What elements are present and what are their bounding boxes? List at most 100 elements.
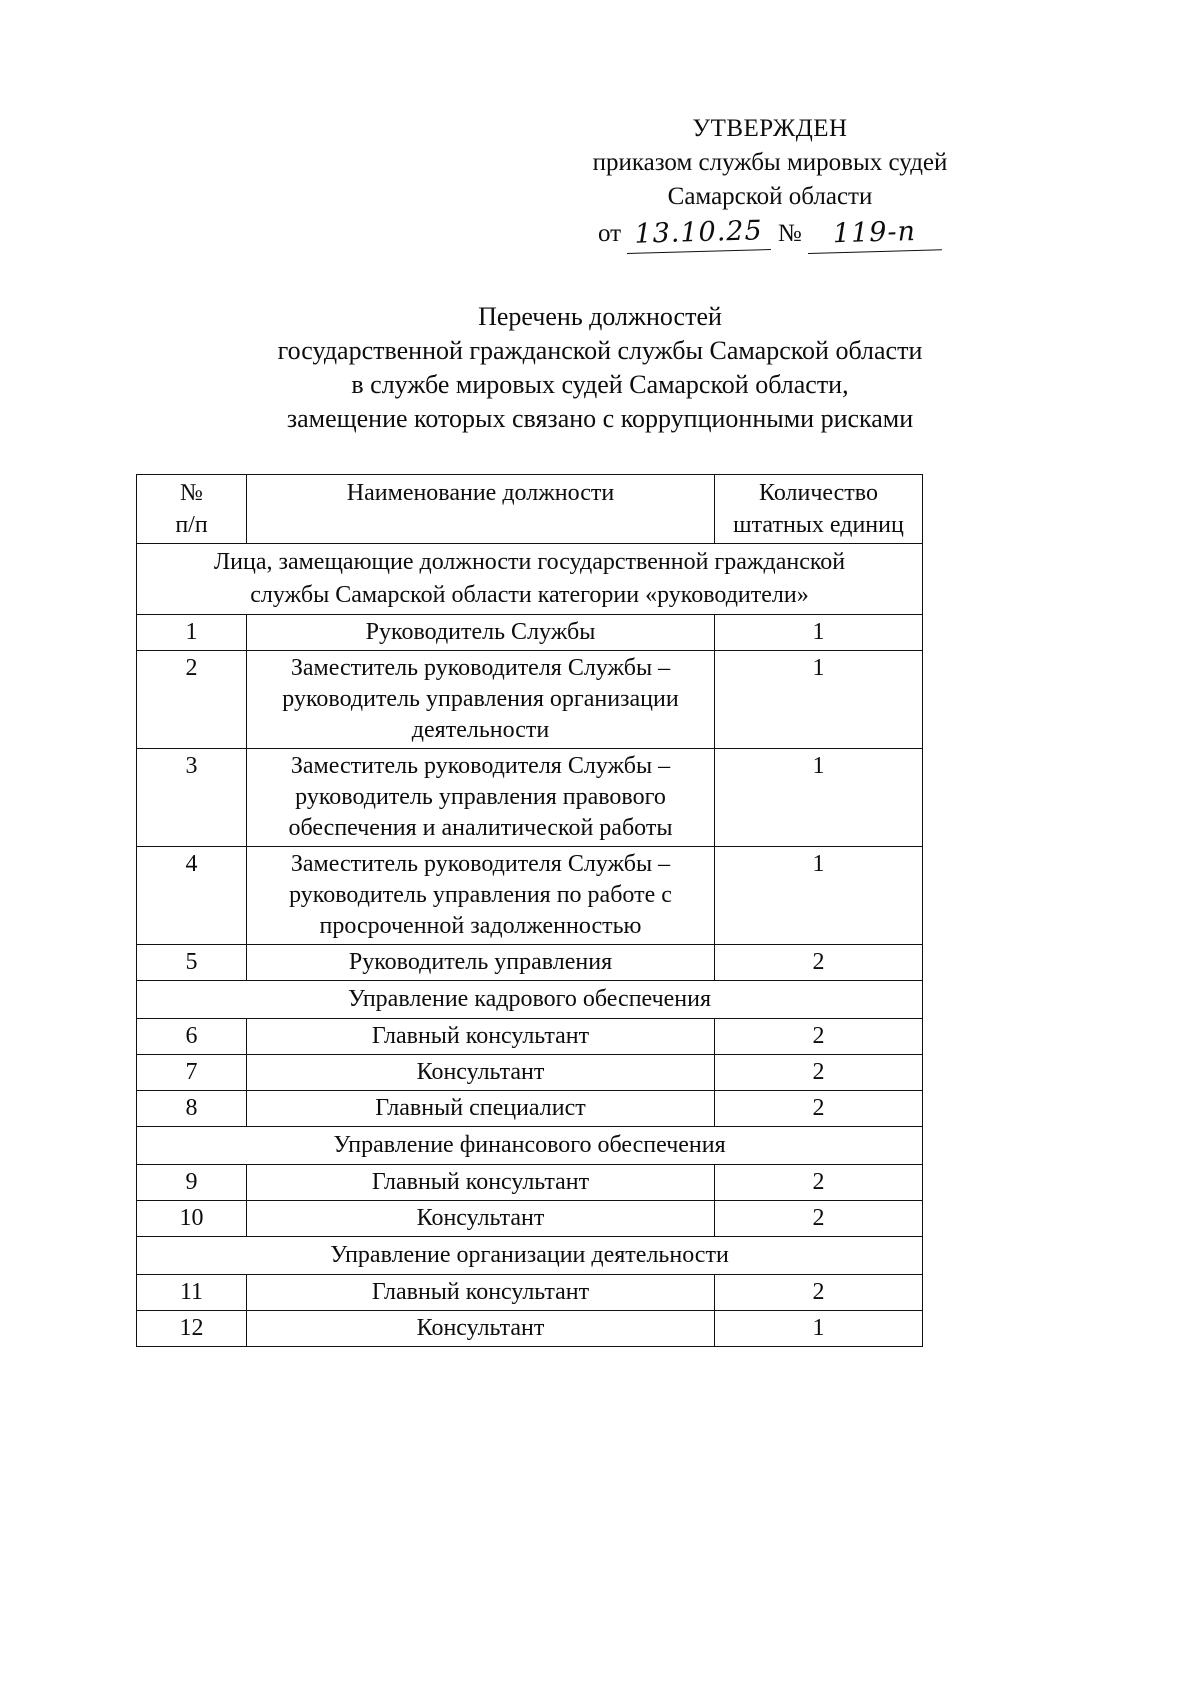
table-body: Лица, замещающие должности государственн…: [136, 543, 923, 1347]
column-header-position-name: Наименование должности: [246, 474, 715, 544]
table-header-row: № п/п Наименование должности Количество …: [136, 474, 923, 544]
page-title: Перечень должностей государственной граж…: [130, 300, 1070, 436]
position-name-cell: Заместитель руководителя Службы – руковод…: [246, 748, 715, 847]
quantity-cell: 1: [714, 748, 923, 847]
row-index-cell: 11: [136, 1274, 247, 1311]
position-name-line: Заместитель руководителя Службы –: [290, 655, 671, 681]
approval-region-line: Самарской области: [667, 183, 873, 210]
approval-date-number-line: от 13.10.25 № 119-п: [560, 213, 980, 254]
approval-block: УТВЕРЖДЕН приказом службы мировых судей …: [560, 112, 980, 254]
table-row: 5 Руководитель управления 2: [136, 944, 923, 981]
position-name-cell: Главный консультант: [246, 1018, 715, 1055]
row-index-cell: 7: [136, 1054, 247, 1091]
position-name-line: руководитель управления организации: [282, 686, 679, 712]
table-section-title-line: службы Самарской области категории «руко…: [250, 582, 809, 608]
positions-table: № п/п Наименование должности Количество …: [136, 474, 923, 1347]
quantity-cell: 2: [714, 1164, 923, 1201]
table-row: 2 Заместитель руководителя Службы – руково…: [136, 650, 923, 749]
row-index-cell: 8: [136, 1090, 247, 1127]
table-row: 12 Консультант 1: [136, 1310, 923, 1347]
column-header-quantity-line-1: Количество: [759, 480, 878, 506]
position-name-cell: Заместитель руководителя Службы – руковод…: [246, 650, 715, 749]
date-prefix-label: от: [598, 220, 622, 247]
position-name-cell: Руководитель управления: [246, 944, 715, 981]
quantity-cell: 1: [714, 650, 923, 749]
quantity-cell: 1: [714, 1310, 923, 1347]
table-section-title: Управление финансового обеспечения: [136, 1126, 923, 1165]
table-section-title: Управление организации деятельности: [136, 1236, 923, 1275]
table-section-title: Управление кадрового обеспечения: [136, 980, 923, 1019]
row-index-cell: 6: [136, 1018, 247, 1055]
position-name-line: Консультант: [416, 1059, 545, 1085]
quantity-cell: 2: [714, 1018, 923, 1055]
column-header-number: № п/п: [136, 474, 247, 544]
approval-heading: УТВЕРЖДЕН: [692, 115, 848, 142]
position-name-cell: Консультант: [246, 1310, 715, 1347]
position-name-cell: Главный консультант: [246, 1274, 715, 1311]
position-name-cell: Консультант: [246, 1054, 715, 1091]
table-section-title-line: Управление организации деятельности: [330, 1242, 729, 1268]
quantity-cell: 1: [714, 846, 923, 945]
position-name-cell: Главный консультант: [246, 1164, 715, 1201]
position-name-line: обеспечения и аналитической работы: [288, 815, 673, 841]
quantity-cell: 2: [714, 1090, 923, 1127]
position-name-cell: Консультант: [246, 1200, 715, 1237]
quantity-cell: 2: [714, 1054, 923, 1091]
row-index-cell: 3: [136, 748, 247, 847]
position-name-line: Главный консультант: [371, 1279, 590, 1305]
position-name-cell: Главный специалист: [246, 1090, 715, 1127]
position-name-line: Консультант: [416, 1315, 545, 1341]
table-section-title-line: Лица, замещающие должности государственн…: [213, 549, 846, 575]
position-name-line: Главный консультант: [371, 1023, 590, 1049]
column-header-position-name-text: Наименование должности: [346, 480, 615, 506]
row-index-cell: 1: [136, 614, 247, 651]
table-section-row: Управление финансового обеспечения: [136, 1126, 923, 1165]
doc-title-line-2: государственной гражданской службы Самар…: [277, 336, 923, 365]
table-row: 11 Главный консультант 2: [136, 1274, 923, 1311]
position-name-line: Главный консультант: [371, 1169, 590, 1195]
position-name-line: Консультант: [416, 1205, 545, 1231]
quantity-cell: 2: [714, 944, 923, 981]
position-name-line: просроченной задолженностью: [319, 913, 642, 939]
row-index-cell: 5: [136, 944, 247, 981]
row-index-cell: 4: [136, 846, 247, 945]
positions-table-container: № п/п Наименование должности Количество …: [136, 474, 923, 1347]
doc-title-line-3: в службе мировых судей Самарской области…: [351, 370, 849, 399]
position-name-cell: Руководитель Службы: [246, 614, 715, 651]
position-name-cell: Заместитель руководителя Службы – руковод…: [246, 846, 715, 945]
position-name-line: руководитель управления правового: [295, 784, 666, 810]
row-index-cell: 9: [136, 1164, 247, 1201]
table-section-row: Управление кадрового обеспечения: [136, 980, 923, 1019]
table-row: 4 Заместитель руководителя Службы – руково…: [136, 846, 923, 945]
table-section-row: Управление организации деятельности: [136, 1236, 923, 1275]
position-name-line: Заместитель руководителя Службы –: [290, 753, 671, 779]
table-section-title-line: Управление финансового обеспечения: [333, 1132, 726, 1158]
column-header-quantity: Количество штатных единиц: [714, 474, 923, 544]
row-index-cell: 12: [136, 1310, 247, 1347]
position-name-line: деятельности: [411, 717, 550, 743]
table-row: 7 Консультант 2: [136, 1054, 923, 1091]
position-name-line: руководитель управления по работе с: [289, 882, 672, 908]
doc-title-line-1: Перечень должностей: [478, 302, 722, 331]
column-header-number-line-2: п/п: [175, 512, 208, 538]
handwritten-order-number: 119-п: [806, 214, 942, 254]
row-index-cell: 2: [136, 650, 247, 749]
column-header-number-line-1: №: [180, 480, 203, 506]
approval-order-line: приказом службы мировых судей: [592, 149, 948, 176]
position-name-line: Руководитель Службы: [365, 619, 596, 645]
table-header: № п/п Наименование должности Количество …: [136, 474, 923, 544]
table-row: 8 Главный специалист 2: [136, 1090, 923, 1127]
quantity-cell: 2: [714, 1274, 923, 1311]
column-header-quantity-line-2: штатных единиц: [733, 512, 904, 538]
position-name-line: Главный специалист: [375, 1095, 586, 1121]
position-name-line: Руководитель управления: [348, 949, 613, 975]
number-sign-label: №: [777, 220, 802, 247]
table-row: 3 Заместитель руководителя Службы – руково…: [136, 748, 923, 847]
table-section-title: Лица, замещающие должности государственн…: [136, 543, 923, 615]
doc-title-line-4: замещение которых связано с коррупционны…: [286, 404, 914, 433]
handwritten-date-value: 13.10.25: [626, 213, 772, 254]
position-name-line: Заместитель руководителя Службы –: [290, 851, 671, 877]
